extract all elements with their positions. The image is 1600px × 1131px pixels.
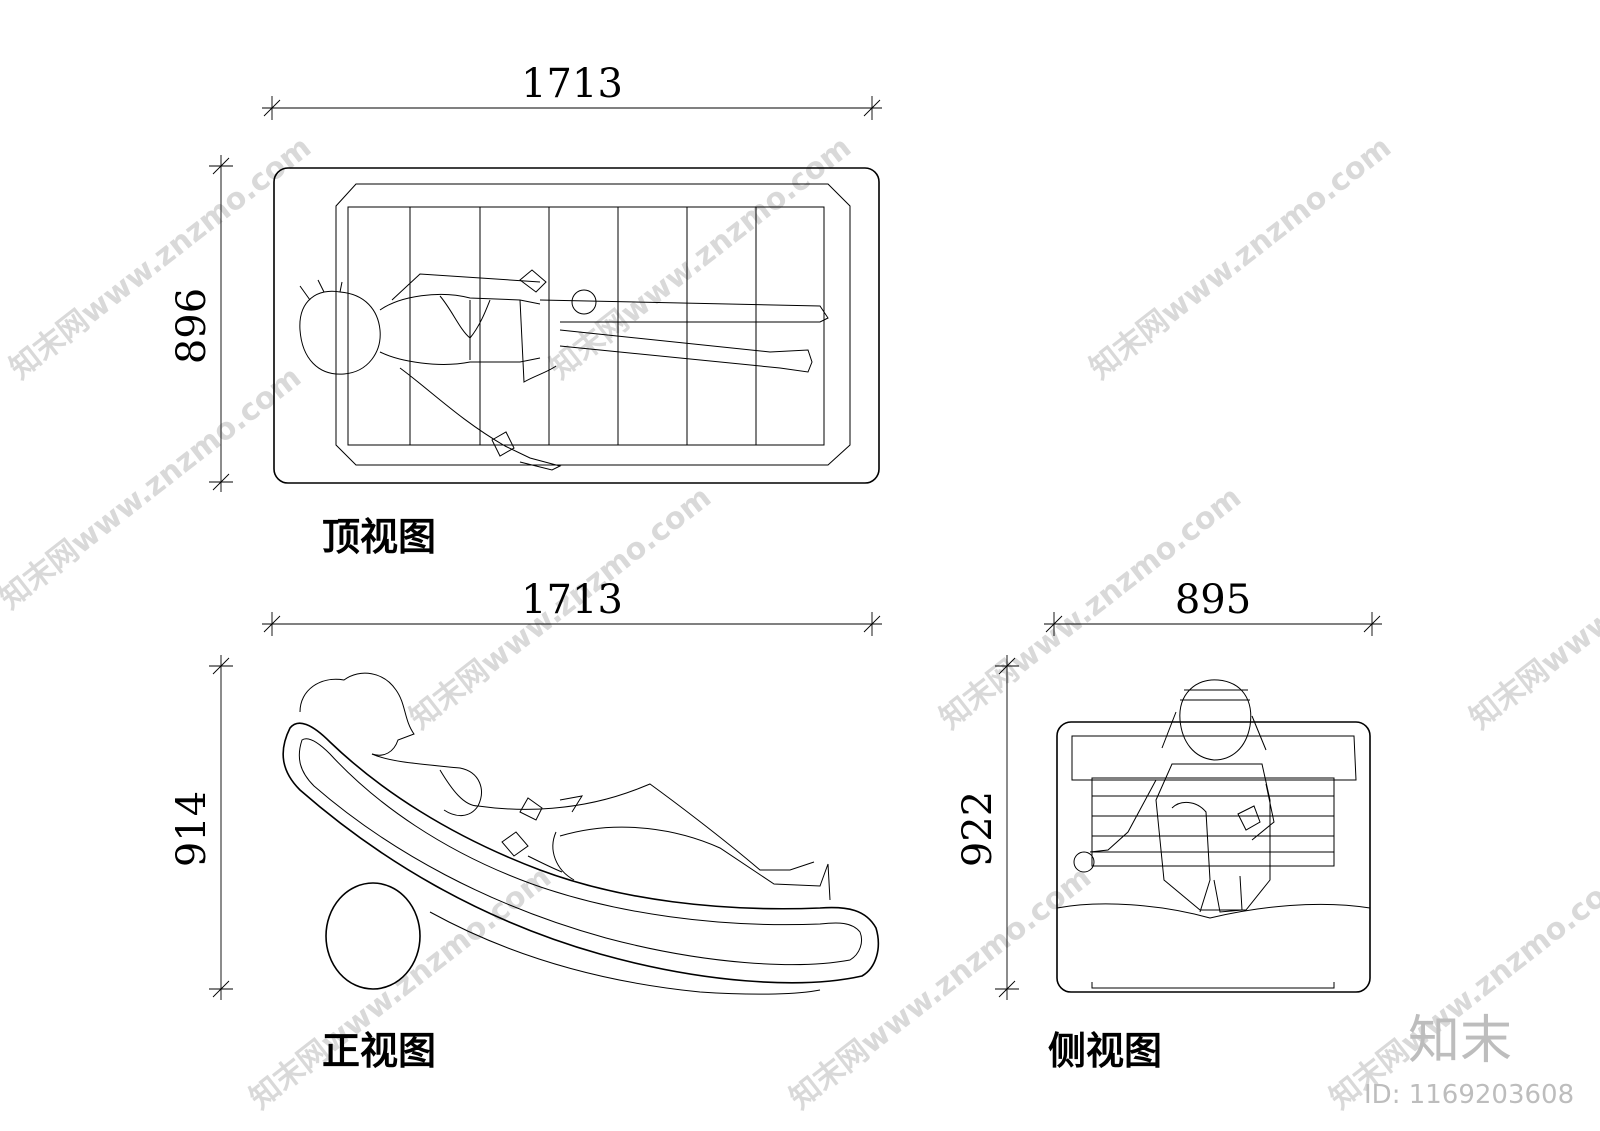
top-height-label: 896 [169,288,215,364]
front-lounger-base-line [429,911,821,995]
image-id-label: ID: 1169203608 [1364,1080,1574,1110]
side-lounger-cushion-line [1056,903,1371,919]
front-view-label: 正视图 [322,1029,436,1073]
top-width-label: 1713 [521,61,623,107]
front-view: 1713 914 正视图 [169,577,882,1073]
side-width-label: 895 [1175,577,1251,623]
top-lounger-frame [335,183,851,466]
front-ball [325,882,421,990]
top-lounger-slats [409,207,757,445]
top-height-dimension: 896 [169,155,233,492]
side-lounger-outline [1056,721,1371,993]
top-lounger-outline [273,167,880,484]
side-view: 895 922 [955,577,1382,1073]
top-person-figure [299,269,829,471]
side-lounger-seat [1091,777,1335,867]
front-height-dimension: 914 [169,655,233,1000]
front-lounger-inner [298,738,863,966]
brand-watermark: 知末 ID: 1169203608 [1364,1011,1574,1110]
front-person-figure [299,672,831,901]
watermark-text-8: 知末网www.znzmo.com [243,860,558,1117]
side-person-figure [1073,679,1275,913]
side-height-label: 922 [955,791,1001,867]
brand-logo-text: 知末 [1408,1011,1512,1071]
top-lounger-bed [347,206,825,446]
watermark-text-9: 知末网www.znzmo.com [783,860,1098,1117]
top-width-dimension: 1713 [262,61,882,120]
front-height-label: 914 [169,791,215,867]
side-lounger-backrest [1071,735,1357,781]
front-width-label: 1713 [521,577,623,623]
watermark-layer: 知末网www.znzmo.com 知末网www.znzmo.com 知末网www… [0,130,1600,1117]
watermark-text-4: 知末网www.znzmo.com [0,360,308,617]
front-width-dimension: 1713 [262,577,882,636]
watermark-text-7: 知末网www.znzmo.com [1463,480,1600,737]
side-width-dimension: 895 [1044,577,1382,636]
watermark-text-3: 知末网www.znzmo.com [1083,130,1398,387]
side-lounger-base [1091,982,1335,989]
top-view-label: 顶视图 [322,515,436,559]
side-view-label: 侧视图 [1048,1029,1162,1073]
side-height-dimension: 922 [955,655,1019,1000]
side-lounger-slats [1092,795,1334,853]
top-view: 1713 896 [169,61,882,559]
front-lounger-outline [282,722,880,984]
watermark-text-1: 知末网www.znzmo.com [3,130,318,387]
